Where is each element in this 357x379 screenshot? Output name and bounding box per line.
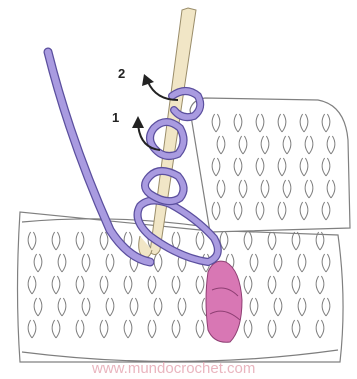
step-label-2: 2	[118, 66, 125, 81]
step-label-1: 1	[112, 110, 119, 125]
watermark: www.mundocrochet.com	[91, 360, 255, 377]
upper-fabric	[190, 98, 350, 232]
lower-fabric	[18, 212, 344, 362]
